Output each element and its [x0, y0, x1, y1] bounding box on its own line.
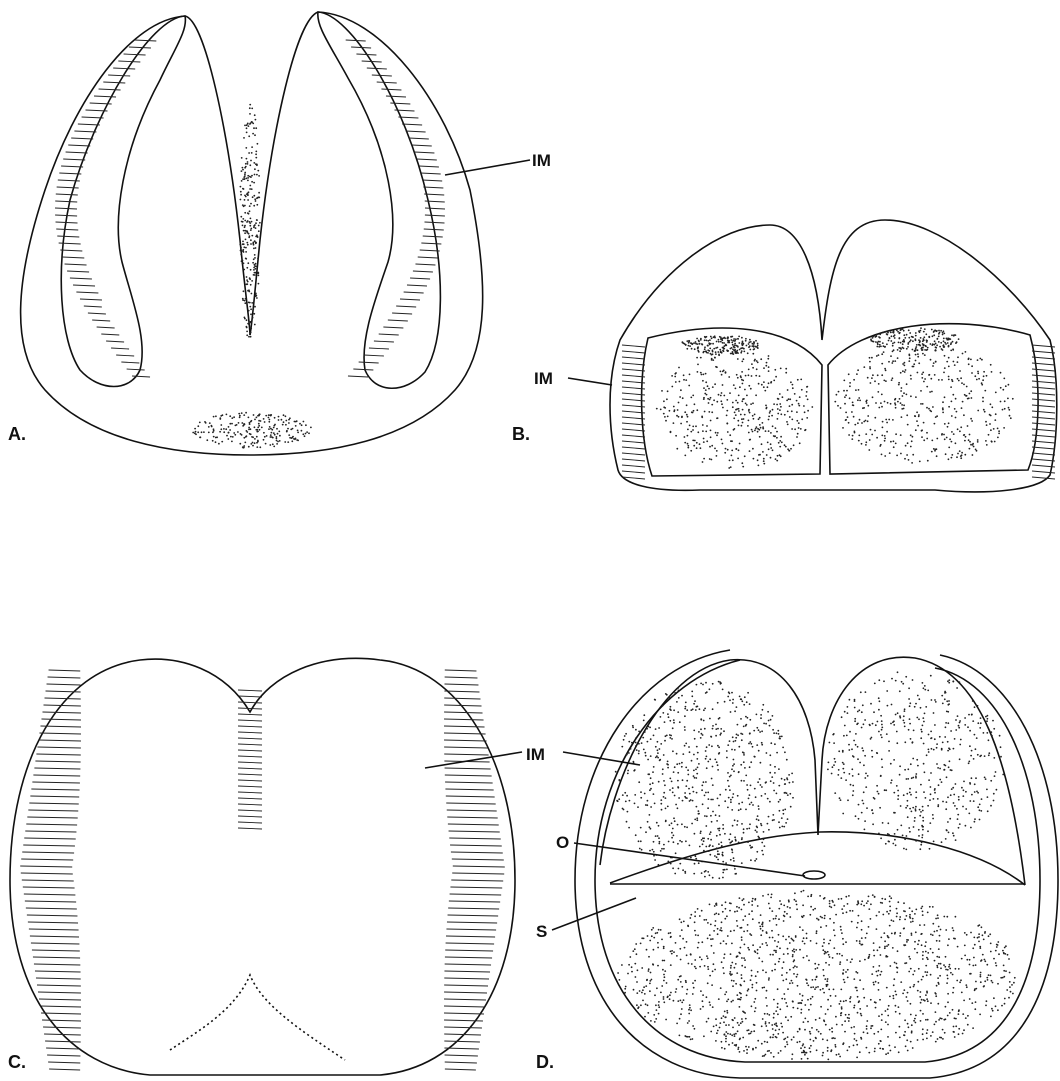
- panel-d-stipple: [615, 671, 1016, 1060]
- panel-d: [575, 650, 1058, 1078]
- panel-d-o-leader: [574, 843, 805, 876]
- panel-b-label: B.: [512, 424, 530, 444]
- panel-c-d-im-label: IM: [526, 745, 545, 764]
- panel-c-surface-hatching: [20, 670, 505, 1070]
- panel-d-o-structure: [803, 871, 825, 879]
- panel-d-im-leader: [563, 752, 640, 765]
- panel-a-im-label: IM: [532, 151, 551, 170]
- panel-a-left-lobe: [185, 16, 250, 335]
- panel-b-left-chamber: [642, 328, 822, 476]
- panel-c-bottom-notch: [170, 975, 345, 1060]
- panel-a-groove-shading: [192, 104, 311, 449]
- panel-a-outline: [21, 12, 483, 455]
- panel-c-outline: [10, 658, 515, 1075]
- panel-d-s-leader: [552, 898, 636, 930]
- panel-d-outer-membrane: [575, 650, 1058, 1078]
- panel-b-im-leader: [568, 378, 612, 385]
- panel-b-im-label: IM: [534, 369, 553, 388]
- panel-d-o-label: O: [556, 833, 569, 852]
- panel-b: [610, 220, 1057, 492]
- panel-a: [21, 12, 483, 455]
- panel-d-s-label: S: [536, 922, 547, 941]
- panel-a-label: A.: [8, 424, 26, 444]
- panel-a-right-lobe: [250, 12, 318, 335]
- panel-c-label: C.: [8, 1052, 26, 1072]
- panel-d-label: D.: [536, 1052, 554, 1072]
- panel-c: [10, 658, 515, 1075]
- panel-b-outline: [610, 220, 1057, 492]
- panel-d-lobes: [730, 657, 1025, 885]
- panel-a-im-leader: [445, 160, 530, 175]
- panel-b-chamber-shading: [656, 327, 1014, 469]
- panel-a-left-fold: [61, 16, 185, 387]
